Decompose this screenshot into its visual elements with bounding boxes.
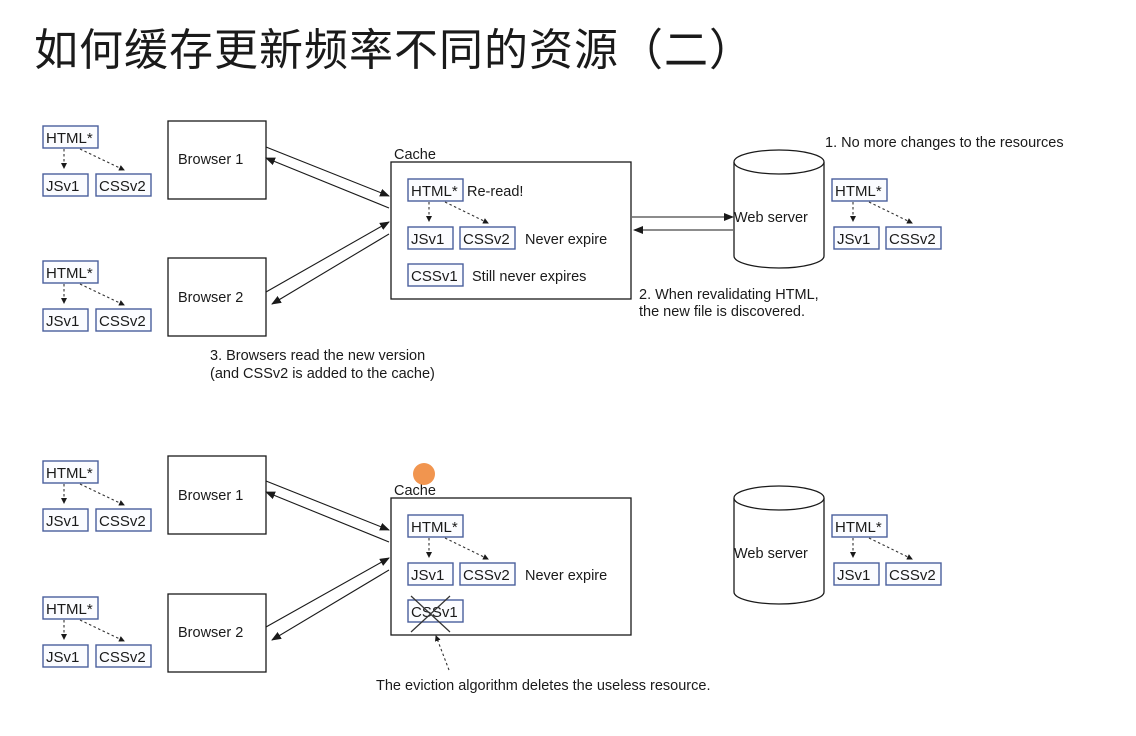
bot-b2-js: JSv1 [42, 644, 89, 668]
note-2-line1: 2. When revalidating HTML, [639, 287, 819, 303]
svg-text:CSSv2: CSSv2 [99, 313, 146, 330]
note-3-line1: 3. Browsers read the new version [210, 348, 425, 364]
note-3-line2: (and CSSv2 is added to the cache) [210, 366, 435, 382]
bot-cache-js: JSv1 [407, 562, 454, 586]
bot-browser1-box [167, 455, 267, 535]
svg-text:HTML*: HTML* [46, 601, 93, 618]
top-b2-js: JSv1 [42, 308, 89, 332]
bot-cache-css2: CSSv2 [459, 562, 516, 586]
top-b2-html: HTML* [42, 260, 99, 284]
svg-text:CSSv2: CSSv2 [99, 649, 146, 666]
cursor-highlight-icon [413, 463, 435, 485]
svg-text:Web server: Web server [734, 546, 808, 562]
top-b1-resources: HTML* JSv1 CSSv2 [42, 125, 152, 197]
bot-server-js: JSv1 [833, 562, 880, 586]
bot-browser1-label: Browser 1 [178, 488, 243, 504]
bot-web-server: Web server [733, 485, 825, 605]
svg-text:CSSv1: CSSv1 [411, 268, 458, 285]
bot-cache-label: Cache [394, 483, 436, 499]
svg-text:CSSv1: CSSv1 [411, 604, 458, 621]
svg-text:CSSv2: CSSv2 [99, 513, 146, 530]
top-cache-css1: CSSv1 [407, 263, 464, 287]
top-browser2-label: Browser 2 [178, 290, 243, 306]
top-cache-js: JSv1 [407, 226, 454, 250]
top-b1-js: JSv1 [42, 173, 89, 197]
bot-cache-css1-evicted: CSSv1 [407, 599, 464, 623]
svg-text:JSv1: JSv1 [46, 513, 79, 530]
top-server-css2: CSSv2 [885, 226, 942, 250]
bot-cache-html: HTML* [407, 514, 464, 538]
svg-text:JSv1: JSv1 [411, 567, 444, 584]
bot-b1-resources: HTML* JSv1 CSSv2 [42, 460, 152, 532]
svg-text:JSv1: JSv1 [411, 231, 444, 248]
bot-b2-resources: HTML* JSv1 CSSv2 [42, 596, 152, 668]
svg-text:HTML*: HTML* [411, 183, 458, 200]
bot-server-html: HTML* [831, 514, 888, 538]
top-browser2-box [167, 257, 267, 337]
eviction-cross-icon [410, 595, 451, 633]
bot-browser2-label: Browser 2 [178, 625, 243, 641]
top-cache-css2: CSSv2 [459, 226, 516, 250]
bot-b1-html: HTML* [42, 460, 99, 484]
bot-b2-html: HTML* [42, 596, 99, 620]
svg-text:CSSv2: CSSv2 [463, 231, 510, 248]
top-cache-html: HTML* [407, 178, 464, 202]
svg-text:HTML*: HTML* [835, 183, 882, 200]
top-cache-label: Cache [394, 147, 436, 163]
top-browser1-box [167, 120, 267, 200]
bot-browser-cache-arrows [265, 480, 390, 641]
svg-text:CSSv2: CSSv2 [463, 567, 510, 584]
top-b1-html: HTML* [42, 125, 99, 149]
svg-text:JSv1: JSv1 [837, 231, 870, 248]
page-title: 如何缓存更新频率不同的资源（二） [34, 25, 754, 76]
bot-server-css2: CSSv2 [885, 562, 942, 586]
svg-text:JSv1: JSv1 [46, 313, 79, 330]
top-web-server: Web server [733, 149, 825, 269]
top-server-html: HTML* [831, 178, 888, 202]
svg-text:CSSv2: CSSv2 [889, 567, 936, 584]
top-b2-css2: CSSv2 [95, 308, 152, 332]
bot-b1-js: JSv1 [42, 508, 89, 532]
svg-text:HTML*: HTML* [835, 519, 882, 536]
eviction-pointer [434, 635, 450, 671]
note-2-line2: the new file is discovered. [639, 304, 805, 320]
svg-text:HTML*: HTML* [46, 465, 93, 482]
svg-text:Web server: Web server [734, 210, 808, 226]
top-browser1-label: Browser 1 [178, 152, 243, 168]
top-b2-resources: HTML* JSv1 CSSv2 [42, 260, 152, 332]
top-b1-css2: CSSv2 [95, 173, 152, 197]
bot-b1-css2: CSSv2 [95, 508, 152, 532]
svg-text:JSv1: JSv1 [837, 567, 870, 584]
bot-b2-css2: CSSv2 [95, 644, 152, 668]
svg-text:HTML*: HTML* [46, 265, 93, 282]
svg-text:HTML*: HTML* [411, 519, 458, 536]
note-1: 1. No more changes to the resources [825, 135, 1064, 151]
svg-text:CSSv2: CSSv2 [99, 178, 146, 195]
svg-text:CSSv2: CSSv2 [889, 231, 936, 248]
top-never-expire-label: Never expire [525, 232, 607, 248]
bot-browser2-box [167, 593, 267, 673]
svg-text:JSv1: JSv1 [46, 178, 79, 195]
eviction-note: The eviction algorithm deletes the usele… [376, 678, 710, 694]
svg-text:HTML*: HTML* [46, 130, 93, 147]
bot-never-expire-label: Never expire [525, 568, 607, 584]
top-browser-cache-arrows [265, 146, 390, 305]
top-server-js: JSv1 [833, 226, 880, 250]
top-reread-label: Re-read! [467, 184, 523, 200]
top-still-never-label: Still never expires [472, 269, 586, 285]
svg-text:JSv1: JSv1 [46, 649, 79, 666]
